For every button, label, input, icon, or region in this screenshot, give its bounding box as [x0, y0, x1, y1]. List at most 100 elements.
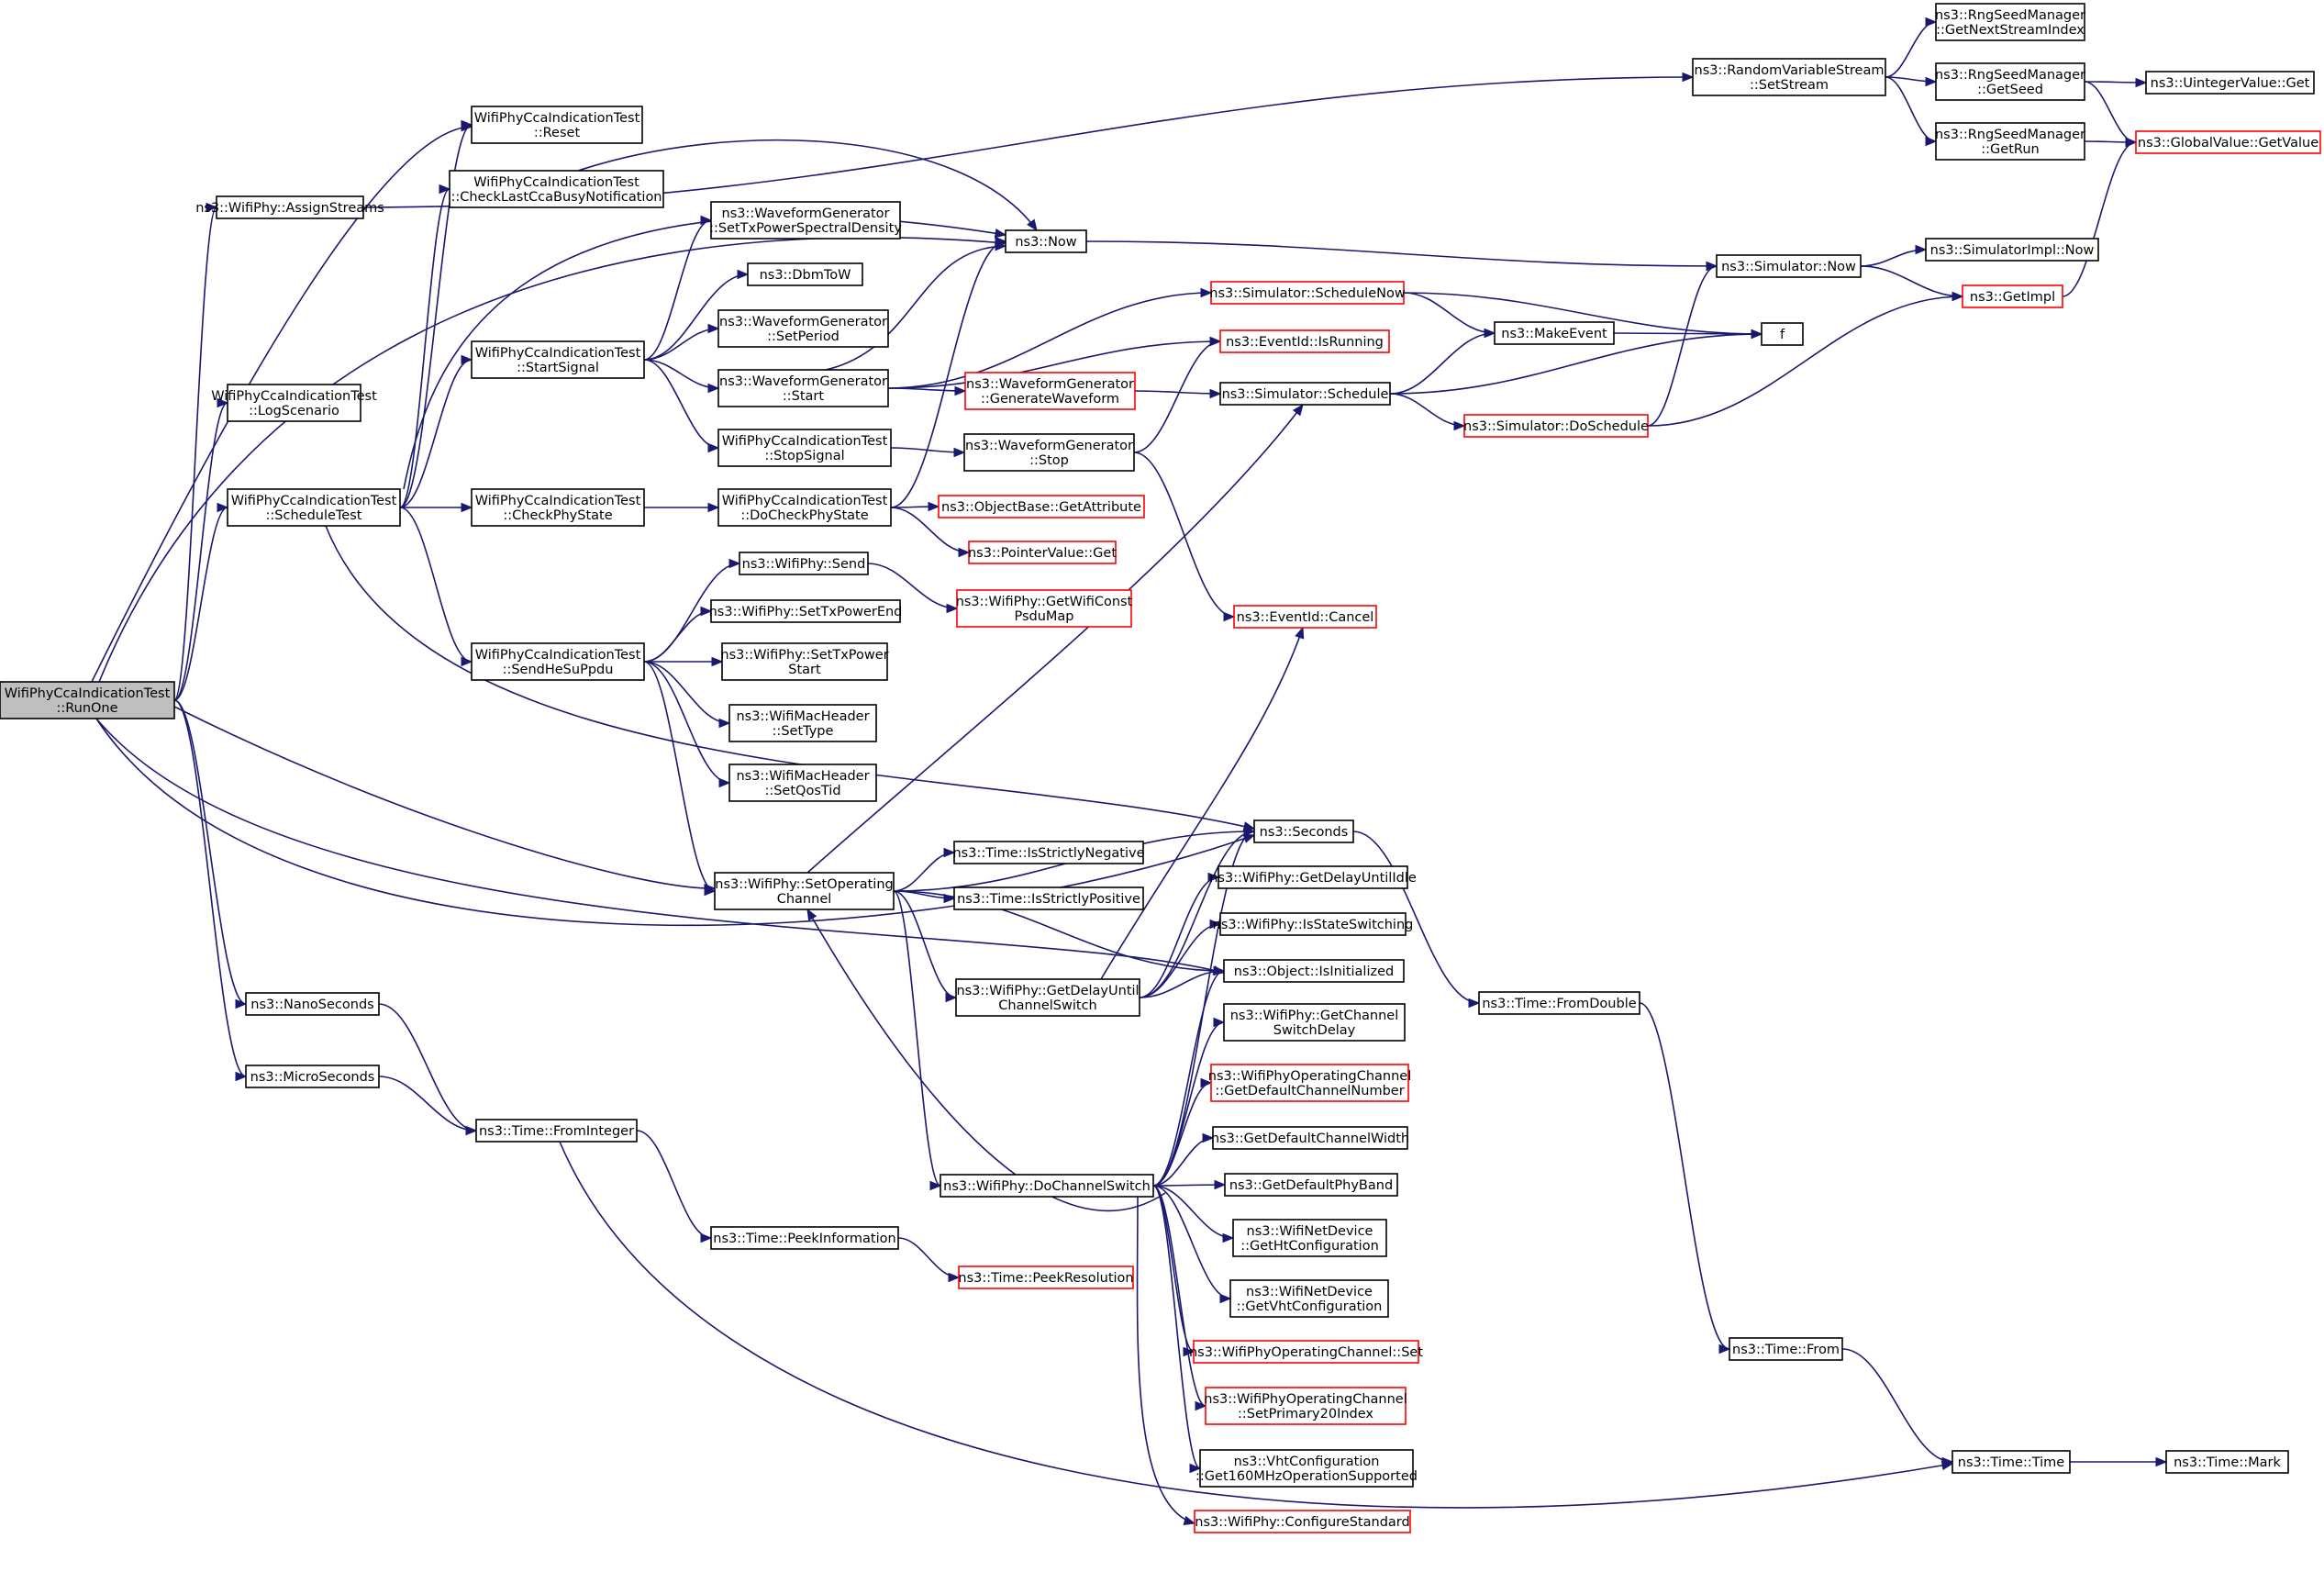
node-wpsend[interactable]: ns3::WifiPhy::Send — [739, 552, 869, 575]
node-nanosec[interactable]: ns3::NanoSeconds — [245, 992, 380, 1016]
edge-line — [893, 852, 955, 892]
node-label: ns3::WifiPhy::GetWifiConst — [956, 595, 1133, 609]
edge-arrowhead — [1915, 244, 1928, 255]
node-logscen[interactable]: WifiPhyCcaIndicationTest::LogScenario — [211, 384, 377, 422]
node-peekres[interactable]: ns3::Time::PeekResolution — [958, 1265, 1134, 1289]
node-simimplnow[interactable]: ns3::SimulatorImpl::Now — [1925, 238, 2099, 262]
edge-arrowhead — [1207, 872, 1220, 883]
node-dosched[interactable]: ns3::Simulator::DoSchedule — [1463, 414, 1649, 438]
node-timetime[interactable]: ns3::Time::Time — [1951, 1450, 2071, 1474]
node-startsig[interactable]: WifiPhyCcaIndicationTest::StartSignal — [471, 340, 645, 379]
node-box — [717, 309, 889, 348]
node-stopsig[interactable]: WifiPhyCcaIndicationTest::StopSignal — [717, 429, 892, 467]
node-checkphy[interactable]: WifiPhyCcaIndicationTest::CheckPhyState — [471, 488, 645, 527]
node-label: ::SetQosTid — [764, 784, 840, 798]
node-settxend[interactable]: ns3::WifiPhy::SetTxPowerEnd — [709, 599, 903, 623]
node-wgstop[interactable]: ns3::WaveformGenerator::Stop — [963, 433, 1135, 472]
node-ptrget[interactable]: ns3::PointerValue::Get — [968, 541, 1117, 564]
node-runone[interactable]: WifiPhyCcaIndicationTest::RunOne — [0, 681, 175, 719]
node-rngseed[interactable]: ns3::RngSeedManager::GetSeed — [1935, 62, 2085, 101]
node-assign[interactable]: ns3::WifiPhy::AssignStreams — [195, 195, 384, 219]
node-cancel[interactable]: ns3::EventId::Cancel — [1233, 605, 1377, 629]
node-getimpl[interactable]: ns3::GetImpl — [1962, 284, 2063, 308]
node-wgsettx[interactable]: ns3::WaveformGenerator::SetTxPowerSpectr… — [709, 201, 902, 240]
node-wgsetper[interactable]: ns3::WaveformGenerator::SetPeriod — [717, 309, 889, 348]
node-getdefchnum[interactable]: ns3::WifiPhyOperatingChannel::GetDefault… — [1208, 1064, 1411, 1102]
node-box — [1962, 284, 2063, 308]
edge-line — [1639, 1002, 1730, 1350]
node-label: ::GetRun — [1981, 142, 2039, 157]
node-isstatesw[interactable]: ns3::WifiPhy::IsStateSwitching — [1213, 912, 1414, 936]
node-timefrom[interactable]: ns3::Time::From — [1729, 1337, 1843, 1361]
node-peekinfo[interactable]: ns3::Time::PeekInformation — [710, 1226, 899, 1250]
node-schedtest[interactable]: WifiPhyCcaIndicationTest::ScheduleTest — [227, 488, 401, 527]
node-dbmtow[interactable]: ns3::DbmToW — [747, 262, 863, 286]
node-timemark[interactable]: ns3::Time::Mark — [2165, 1450, 2289, 1474]
node-microsec[interactable]: ns3::MicroSeconds — [245, 1065, 380, 1088]
edge-schedtest-to-startsig — [399, 354, 473, 508]
node-now[interactable]: ns3::Now — [1005, 229, 1087, 253]
node-label: ::Reset — [534, 126, 581, 140]
node-randset[interactable]: ns3::RandomVariableStream::SetStream — [1692, 58, 1886, 96]
node-label: ns3::Time::PeekInformation — [713, 1232, 895, 1246]
edge-arrowhead — [2155, 1456, 2168, 1467]
node-label: ns3::ObjectBase::GetAttribute — [941, 500, 1141, 515]
node-reset[interactable]: WifiPhyCcaIndicationTest::Reset — [471, 106, 643, 144]
node-vht160[interactable]: ns3::VhtConfiguration::Get160MHzOperatio… — [1195, 1449, 1418, 1488]
node-mactype[interactable]: ns3::WifiMacHeader::SetType — [728, 704, 877, 742]
node-getvht[interactable]: ns3::WifiNetDevice::GetVhtConfiguration — [1229, 1279, 1389, 1318]
node-box — [956, 589, 1132, 628]
node-getdelayidle[interactable]: ns3::WifiPhy::GetDelayUntilIdle — [1209, 865, 1417, 889]
node-isinit[interactable]: ns3::Object::IsInitialized — [1223, 959, 1405, 983]
node-ispos[interactable]: ns3::Time::IsStrictlyPositive — [953, 886, 1144, 910]
node-label: ns3::Time::IsStrictlyPositive — [957, 892, 1140, 907]
node-sched[interactable]: ns3::Simulator::Schedule — [1219, 382, 1391, 406]
node-label: ::RunOne — [56, 701, 117, 716]
node-fromint[interactable]: ns3::Time::FromInteger — [475, 1119, 638, 1143]
node-getht[interactable]: ns3::WifiNetDevice::GetHtConfiguration — [1232, 1219, 1387, 1257]
node-wggen[interactable]: ns3::WaveformGenerator::GenerateWaveform — [964, 372, 1136, 410]
node-f[interactable]: f — [1761, 322, 1804, 346]
node-rngnext[interactable]: ns3::RngSeedManager::GetNextStreamIndex — [1935, 3, 2085, 41]
node-isrun[interactable]: ns3::EventId::IsRunning — [1219, 329, 1390, 353]
node-opchset[interactable]: ns3::WifiPhyOperatingChannel::Set — [1189, 1340, 1423, 1364]
node-fromdouble[interactable]: ns3::Time::FromDouble — [1478, 991, 1640, 1015]
node-label: PsduMap — [1014, 609, 1073, 624]
edge-arrowhead — [1706, 261, 1718, 272]
node-getdefband[interactable]: ns3::GetDefaultPhyBand — [1224, 1173, 1398, 1197]
node-rngrun[interactable]: ns3::RngSeedManager::GetRun — [1935, 122, 2085, 161]
node-seconds[interactable]: ns3::Seconds — [1253, 819, 1354, 843]
node-label: ::SetPrimary20Index — [1238, 1407, 1373, 1421]
node-isneg[interactable]: ns3::Time::IsStrictlyNegative — [952, 841, 1145, 864]
node-simnow[interactable]: ns3::Simulator::Now — [1716, 254, 1862, 278]
edge-arrowhead — [1453, 420, 1466, 431]
node-schednow[interactable]: ns3::Simulator::ScheduleNow — [1209, 281, 1406, 305]
node-getattr[interactable]: ns3::ObjectBase::GetAttribute — [938, 495, 1145, 518]
node-label: ns3::Now — [1015, 235, 1076, 250]
node-wgstart[interactable]: ns3::WaveformGenerator::Start — [717, 369, 889, 407]
node-uintget[interactable]: ns3::UintegerValue::Get — [2145, 71, 2315, 95]
node-getdefchw[interactable]: ns3::GetDefaultChannelWidth — [1211, 1126, 1409, 1150]
node-checklast[interactable]: WifiPhyCcaIndicationTest::CheckLastCcaBu… — [449, 170, 664, 208]
node-dochsw[interactable]: ns3::WifiPhy::DoChannelSwitch — [940, 1174, 1154, 1198]
edge-line — [98, 236, 1006, 683]
edge-arrowhead — [235, 998, 248, 1009]
node-macqos[interactable]: ns3::WifiMacHeader::SetQosTid — [728, 764, 877, 802]
node-box — [710, 599, 901, 623]
edge-arrowhead — [946, 603, 959, 614]
node-globget[interactable]: ns3::GlobalValue::GetValue — [2135, 130, 2321, 154]
node-makeevent[interactable]: ns3::MakeEvent — [1494, 321, 1615, 345]
node-setprim[interactable]: ns3::WifiPhyOperatingChannel::SetPrimary… — [1204, 1387, 1407, 1425]
node-sendhe[interactable]: WifiPhyCcaIndicationTest::SendHeSuPpdu — [471, 642, 645, 681]
edge-randset-to-rngnext — [1885, 17, 1938, 78]
edge-line — [1152, 1185, 1201, 1469]
node-confstd[interactable]: ns3::WifiPhy::ConfigureStandard — [1194, 1510, 1411, 1533]
edge-nanosec-to-fromint — [378, 1003, 478, 1136]
edge-line — [897, 1237, 960, 1278]
node-docheck[interactable]: WifiPhyCcaIndicationTest::DoCheckPhyStat… — [717, 488, 892, 527]
